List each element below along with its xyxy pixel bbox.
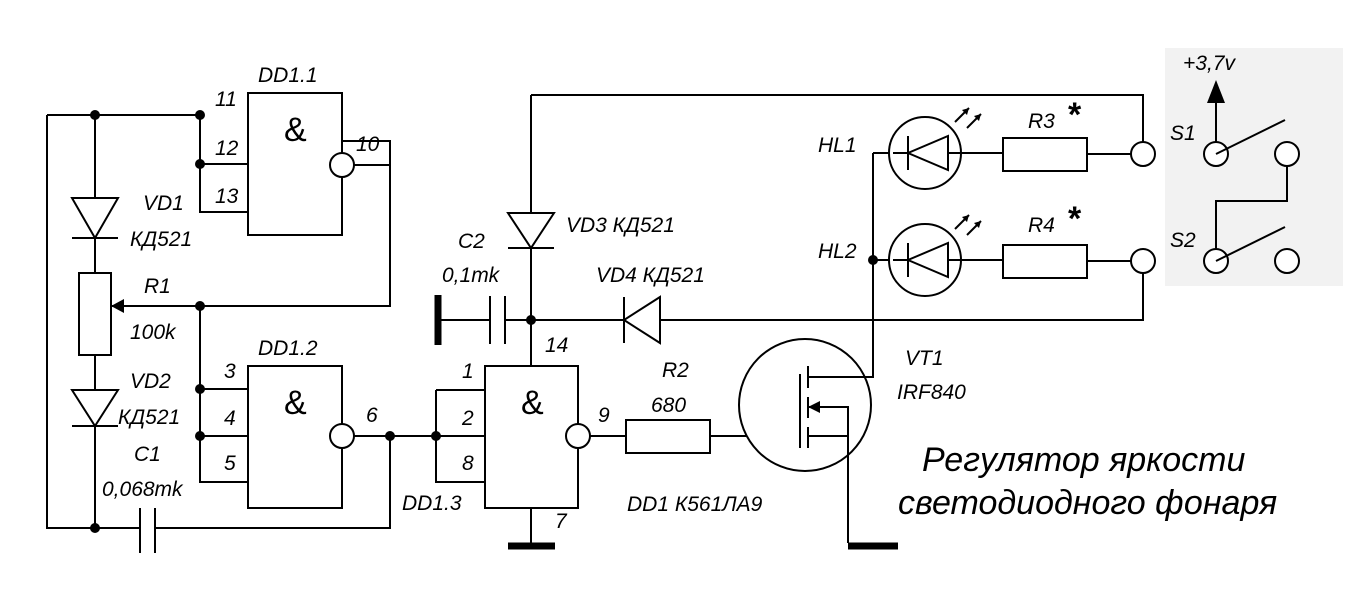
led-hl1: HL1	[818, 107, 1003, 260]
vd1-ref: VD1	[143, 192, 184, 215]
caption-line-2: светодиодного фонаря	[898, 484, 1277, 522]
supply-wiring	[434, 94, 1144, 366]
r1-ref: R1	[144, 275, 171, 298]
gate-dd1-1-label: DD1.1	[258, 64, 318, 87]
c2-value: 0,1mk	[442, 264, 501, 287]
gate-dd1-3-pin-7: 7	[555, 510, 568, 533]
diode-vd3: VD3 КД521	[506, 212, 675, 250]
c1-value: 0,068mk	[102, 478, 184, 501]
capacitor-c2: C2 0,1mk	[442, 230, 506, 344]
r3-ref: R3	[1028, 110, 1055, 133]
gate-dd1-2-symbol: &	[284, 384, 307, 422]
vd4-label: VD4 КД521	[596, 264, 705, 287]
ic-label: DD1 К561ЛА9	[627, 493, 763, 516]
diode-vd4: VD4 КД521	[596, 264, 705, 345]
hl1-ref: HL1	[818, 134, 857, 157]
r3-mark: *	[1068, 96, 1082, 134]
switch-s1: +3,7v S1	[1170, 52, 1300, 167]
junctions-left	[90, 110, 441, 533]
r1-value: 100k	[130, 321, 177, 344]
vd1-value: КД521	[130, 228, 192, 251]
c1-ref: C1	[134, 443, 161, 466]
gate-dd1-1: & DD1.1 11 12 13 10	[215, 64, 390, 236]
s1-ref: S1	[1170, 122, 1196, 145]
gate-dd1-1-pin-11: 11	[215, 88, 237, 111]
gate-dd1-2-pin-4: 4	[224, 407, 236, 430]
gate-dd1-3-label: DD1.3	[402, 492, 462, 515]
resistor-r3: R3 *	[1002, 96, 1131, 172]
switch-s2: S2	[1170, 166, 1300, 274]
switch-panel	[1165, 48, 1343, 286]
vd2-ref: VD2	[130, 370, 171, 393]
vt1-value: IRF840	[897, 381, 966, 404]
gate-dd1-3-symbol: &	[521, 384, 544, 422]
gate-dd1-1-pin-12: 12	[215, 137, 239, 160]
vd3-label: VD3 КД521	[566, 214, 675, 237]
gate-dd1-1-pin-13: 13	[215, 185, 239, 208]
r2-ref: R2	[662, 359, 689, 382]
gate-dd1-1-pin-10: 10	[356, 133, 380, 156]
c2-ref: C2	[458, 230, 485, 253]
gate-dd1-3-pin-9: 9	[598, 404, 610, 427]
r2-value: 680	[651, 394, 686, 417]
gate-dd1-3: & DD1.3 1 2 8 9 14 7	[402, 334, 626, 550]
r4-mark: *	[1068, 200, 1082, 238]
gate-dd1-3-pin-1: 1	[462, 360, 474, 383]
gate-dd1-3-pin-2: 2	[461, 407, 474, 430]
caption-line-1: Регулятор яркости	[922, 441, 1245, 479]
r4-ref: R4	[1028, 214, 1055, 237]
diode-vd1: VD1 КД521	[70, 192, 192, 251]
led-hl2: HL2	[818, 214, 1003, 297]
potentiometer-r1: R1 100k	[78, 272, 177, 356]
gate-dd1-2-pin-3: 3	[224, 360, 236, 383]
gate-dd1-2-pin-6: 6	[366, 404, 378, 427]
gate-dd1-1-symbol: &	[284, 111, 307, 149]
diode-vd2: VD2 КД521	[70, 370, 180, 429]
capacitor-c1: C1 0,068mk	[102, 443, 184, 553]
vd2-value: КД521	[118, 406, 180, 429]
gate-dd1-2-pin-5: 5	[224, 452, 236, 475]
supply-label: +3,7v	[1183, 52, 1236, 75]
gate-dd1-3-pin-8: 8	[462, 452, 474, 475]
gate-dd1-3-pin-14: 14	[545, 334, 568, 357]
hl2-ref: HL2	[818, 240, 857, 263]
s2-ref: S2	[1170, 229, 1196, 252]
resistor-r4: R4 *	[1002, 200, 1131, 279]
gate-dd1-2-label: DD1.2	[258, 337, 318, 360]
mosfet-vt1: VT1 IRF840	[738, 260, 966, 550]
vt1-ref: VT1	[905, 347, 944, 370]
gate-dd1-2: & DD1.2 3 4 5 6	[224, 337, 378, 509]
terminals	[1130, 141, 1156, 274]
